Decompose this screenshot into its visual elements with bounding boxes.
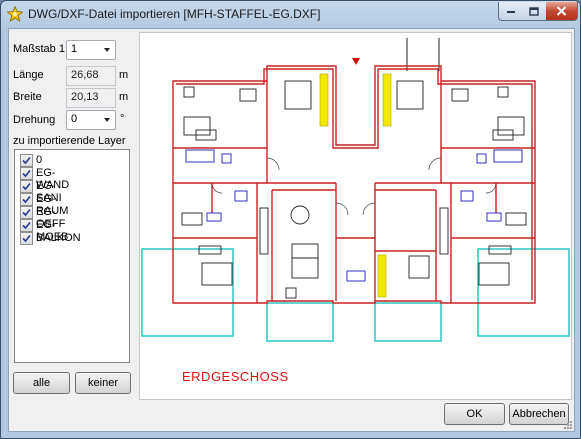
- layers-heading: zu importierende Layer: [13, 135, 126, 147]
- layer-checkbox[interactable]: [20, 193, 33, 206]
- grip-icon: [564, 421, 572, 429]
- dxf-preview[interactable]: ERDGESCHOSS: [139, 32, 572, 400]
- checkmark-icon: [22, 169, 31, 178]
- north-marker: [352, 58, 360, 65]
- select-none-button[interactable]: keiner: [75, 372, 131, 394]
- layer-name: EG-MOEB: [36, 219, 69, 243]
- checkmark-icon: [22, 182, 31, 191]
- checkmark-icon: [22, 208, 31, 217]
- close-icon: [556, 6, 567, 16]
- minimize-icon: [507, 11, 515, 13]
- layer-name: EG-WAND: [36, 167, 70, 191]
- width-label: Breite: [13, 91, 42, 103]
- scale-select[interactable]: 1: [66, 40, 116, 60]
- layer-checkbox[interactable]: [20, 206, 33, 219]
- layer-checkbox[interactable]: [20, 180, 33, 193]
- width-field: 20,13: [66, 88, 116, 108]
- width-unit: m: [119, 91, 129, 103]
- dialog-body: Maßstab 1: 1 Länge 26,68 m Breite 20,13 …: [8, 28, 575, 432]
- title-bar[interactable]: DWG/DXF-Datei importieren [MFH-STAFFEL-E…: [1, 1, 580, 27]
- ok-button[interactable]: OK: [444, 403, 505, 425]
- layer-name: EG-OEFF: [36, 206, 66, 230]
- rotation-value: 0: [71, 113, 78, 125]
- sanitary-fixtures: [185, 149, 523, 282]
- layer-name: BALKON: [36, 232, 81, 244]
- layer-checkbox[interactable]: [20, 167, 33, 180]
- rotation-label: Drehung: [13, 114, 56, 126]
- layer-name: EG-SANI: [36, 180, 62, 204]
- floor-plan-drawing: [141, 38, 570, 342]
- gear-star-icon: [6, 5, 24, 22]
- balcony-outlines: [141, 248, 570, 342]
- checkmark-icon: [22, 234, 31, 243]
- layer-checkbox[interactable]: [20, 232, 33, 245]
- width-value: 20,13: [71, 91, 99, 103]
- length-value: 26,68: [71, 69, 99, 81]
- window-title: DWG/DXF-Datei importieren [MFH-STAFFEL-E…: [28, 7, 321, 21]
- select-all-button[interactable]: alle: [13, 372, 70, 394]
- resize-grip[interactable]: [563, 420, 573, 430]
- length-unit: m: [119, 69, 129, 81]
- minimize-button[interactable]: [498, 2, 524, 21]
- checkmark-icon: [22, 156, 31, 165]
- cancel-button[interactable]: Abbrechen: [509, 403, 569, 425]
- scale-value: 1: [71, 43, 78, 55]
- wall-lines: [172, 65, 536, 304]
- maximize-icon: [529, 6, 539, 16]
- scale-label: Maßstab 1:: [13, 43, 69, 55]
- plan-label: ERDGESCHOSS: [182, 369, 289, 384]
- length-field: 26,68: [66, 66, 116, 86]
- length-label: Länge: [13, 69, 44, 81]
- maximize-button[interactable]: [522, 2, 547, 21]
- layer-checkbox[interactable]: [20, 154, 33, 167]
- layer-list[interactable]: 0 EG-WAND EG-SANI EG-RAUM EG-OEFF EG-MOE…: [14, 149, 130, 363]
- chevron-down-icon: [104, 48, 110, 52]
- layer-checkbox[interactable]: [20, 219, 33, 232]
- layer-name: 0: [36, 154, 43, 166]
- door-swings: [211, 157, 497, 216]
- furniture-symbols: [181, 80, 527, 299]
- layer-name: EG-RAUM: [36, 193, 69, 217]
- rotation-select[interactable]: 0: [66, 110, 116, 130]
- rotation-unit: °: [120, 113, 125, 125]
- chevron-down-icon: [104, 118, 110, 122]
- close-button[interactable]: [546, 2, 578, 21]
- stair-markings: [319, 73, 392, 298]
- checkmark-icon: [22, 195, 31, 204]
- checkmark-icon: [22, 221, 31, 230]
